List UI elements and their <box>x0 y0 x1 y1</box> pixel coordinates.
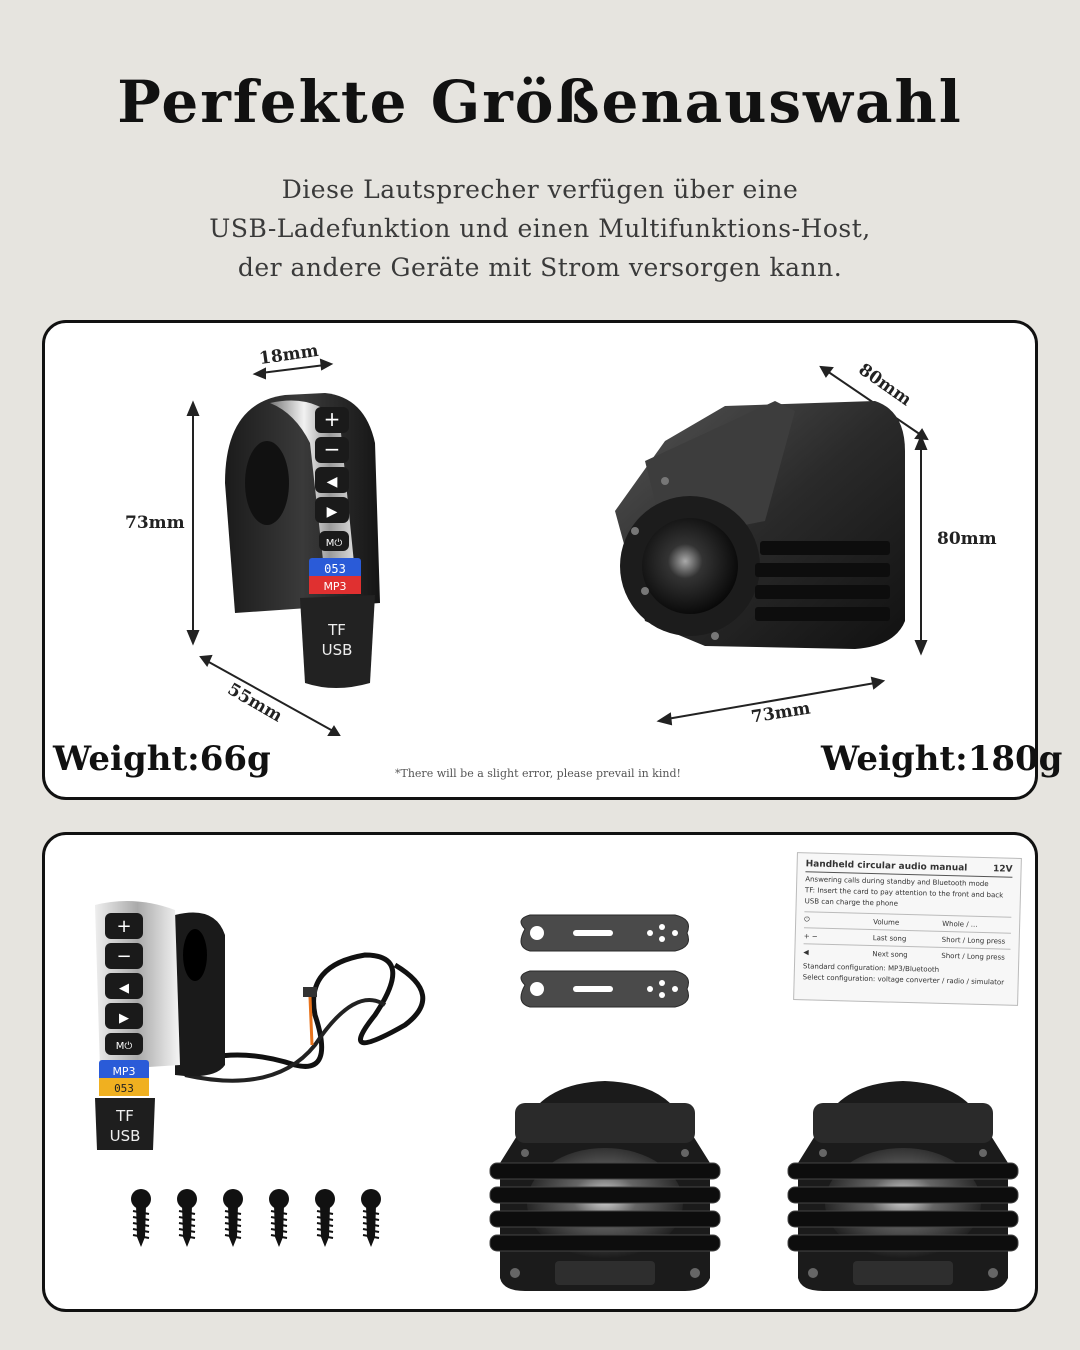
controller-weight: Weight:66g <box>53 739 271 779</box>
speaker-weight: Weight:180g <box>821 739 1063 779</box>
manual-title: Handheld circular audio manual <box>805 859 968 874</box>
screws-image <box>131 1189 381 1247</box>
controller-display-top: 053 <box>324 562 346 576</box>
screw <box>361 1189 381 1247</box>
svg-text:◀: ◀ <box>119 981 129 996</box>
controller-height-label: 73mm <box>125 513 185 533</box>
screw <box>315 1189 335 1247</box>
page-subtitle: Diese Lautsprecher verfügen über eine US… <box>0 170 1080 287</box>
svg-text:▶: ▶ <box>119 1011 129 1026</box>
svg-text:◀: ◀ <box>327 474 338 490</box>
svg-text:▶: ▶ <box>327 504 338 520</box>
controller-with-cable-image: + − ◀ ▶ M⏻ MP3 053 TF USB <box>95 901 426 1150</box>
svg-text:M⏻: M⏻ <box>326 538 343 549</box>
controller-port-tf: TF <box>327 621 346 639</box>
controller-image: + − ◀ ▶ M⏻ 053 MP3 TF USB <box>225 393 380 688</box>
error-note: *There will be a slight error, please pr… <box>395 767 681 780</box>
controller-port-usb: USB <box>322 641 353 659</box>
controller2-port-usb: USB <box>110 1127 141 1145</box>
screw <box>131 1189 151 1247</box>
svg-text:M⏻: M⏻ <box>116 1041 133 1052</box>
speaker-image <box>615 401 905 649</box>
manual-voltage: 12V <box>992 864 1013 875</box>
svg-text:+: + <box>324 407 341 431</box>
speaker-right-image <box>787 1081 1019 1291</box>
speaker-left-image <box>489 1081 721 1291</box>
dimensions-panel: + − ◀ ▶ M⏻ 053 MP3 TF USB 18mm 73mm 55m <box>42 320 1062 800</box>
subtitle-line-3: der andere Geräte mit Strom versorgen ka… <box>237 253 843 282</box>
svg-text:+: + <box>116 916 131 937</box>
svg-text:−: − <box>116 946 131 967</box>
controller2-display-bottom: 053 <box>114 1082 134 1095</box>
screw <box>269 1189 289 1247</box>
contents-panel: + − ◀ ▶ M⏻ MP3 053 TF USB Handheld circu <box>42 832 1038 1312</box>
controller2-display-top: MP3 <box>112 1065 135 1078</box>
screw <box>177 1189 197 1247</box>
user-manual: Handheld circular audio manual 12V Answe… <box>793 852 1022 1006</box>
controller-display-bottom: MP3 <box>323 580 346 593</box>
subtitle-line-2: USB-Ladefunktion und einen Multifunktion… <box>209 214 871 243</box>
page-title: Perfekte Größenauswahl <box>117 68 963 136</box>
svg-text:−: − <box>324 437 341 461</box>
controller-dimension-lines <box>186 358 929 736</box>
mounting-brackets-image <box>520 914 689 1008</box>
subtitle-line-1: Diese Lautsprecher verfügen über eine <box>281 175 799 204</box>
speaker-height-label: 80mm <box>937 529 997 549</box>
screw <box>223 1189 243 1247</box>
manual-line-3: USB can charge the phone <box>804 897 899 908</box>
controller2-port-tf: TF <box>115 1107 134 1125</box>
manual-footer-2: Select configuration: voltage converter … <box>802 973 1005 987</box>
